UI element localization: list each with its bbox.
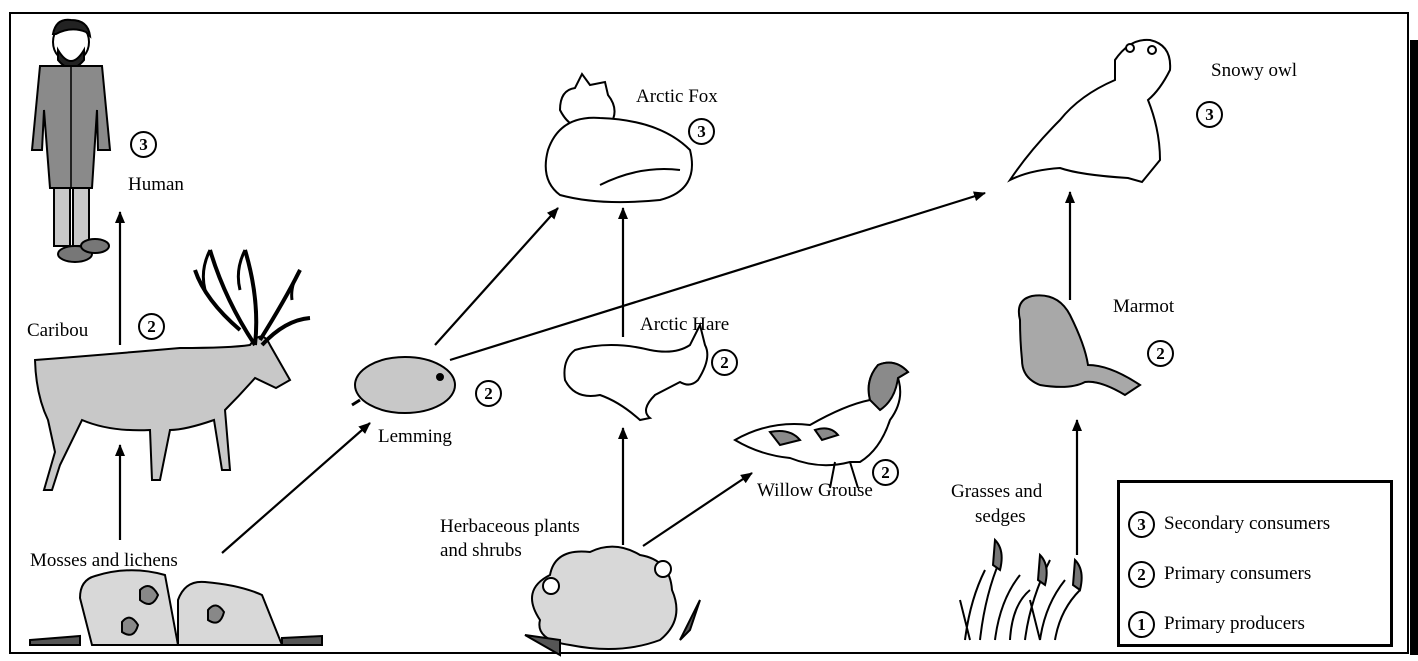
legend-badge-primary-consumers: 2 xyxy=(1128,561,1155,588)
herbaceous-label-line2: and shrubs xyxy=(440,540,522,562)
legend-badge-primary-producers: 1 xyxy=(1128,611,1155,638)
marmot-level-badge: 2 xyxy=(1147,340,1174,367)
human-label: Human xyxy=(128,174,184,196)
grasses-sedges xyxy=(960,540,1082,640)
snowy-owl-figure xyxy=(1010,40,1170,182)
willow-grouse-label: Willow Grouse xyxy=(757,480,873,502)
snowy-owl-level-badge: 3 xyxy=(1196,101,1223,128)
legend-text-primary-consumers: Primary consumers xyxy=(1164,563,1311,585)
arrow-herbaceous-to-grouse xyxy=(643,473,752,546)
lemming-figure xyxy=(352,357,455,413)
lemming-level-badge: 2 xyxy=(475,380,502,407)
legend-badge-secondary: 3 xyxy=(1128,511,1155,538)
legend-text-primary-producers: Primary producers xyxy=(1164,613,1305,635)
arrow-mosses-to-lemming xyxy=(222,423,370,553)
grasses-label-line1: Grasses and xyxy=(951,481,1042,503)
snowy-owl-label: Snowy owl xyxy=(1211,60,1297,82)
mosses-lichens-label: Mosses and lichens xyxy=(30,550,178,572)
willow-grouse-level-badge: 2 xyxy=(872,459,899,486)
marmot-label: Marmot xyxy=(1113,296,1174,318)
arctic-fox-level-badge: 3 xyxy=(688,118,715,145)
caribou-label: Caribou xyxy=(27,320,88,342)
arctic-fox-label: Arctic Fox xyxy=(636,86,718,108)
arctic-hare-level-badge: 2 xyxy=(711,349,738,376)
arctic-hare-figure xyxy=(564,325,707,420)
human-figure xyxy=(32,20,110,262)
caribou-level-badge: 2 xyxy=(138,313,165,340)
arctic-hare-label: Arctic Hare xyxy=(640,314,729,336)
legend-box: 3 Secondary consumers 2 Primary consumer… xyxy=(1117,480,1393,647)
human-level-badge: 3 xyxy=(130,131,157,158)
arrow-lemming-to-fox xyxy=(435,208,558,345)
legend-text-secondary: Secondary consumers xyxy=(1164,513,1330,535)
caribou-figure xyxy=(35,250,310,490)
grasses-label-line2: sedges xyxy=(975,506,1026,528)
mosses-lichens-rocks xyxy=(30,570,322,645)
lemming-label: Lemming xyxy=(378,426,452,448)
herbaceous-plants xyxy=(525,547,700,655)
herbaceous-label-line1: Herbaceous plants xyxy=(440,516,580,538)
